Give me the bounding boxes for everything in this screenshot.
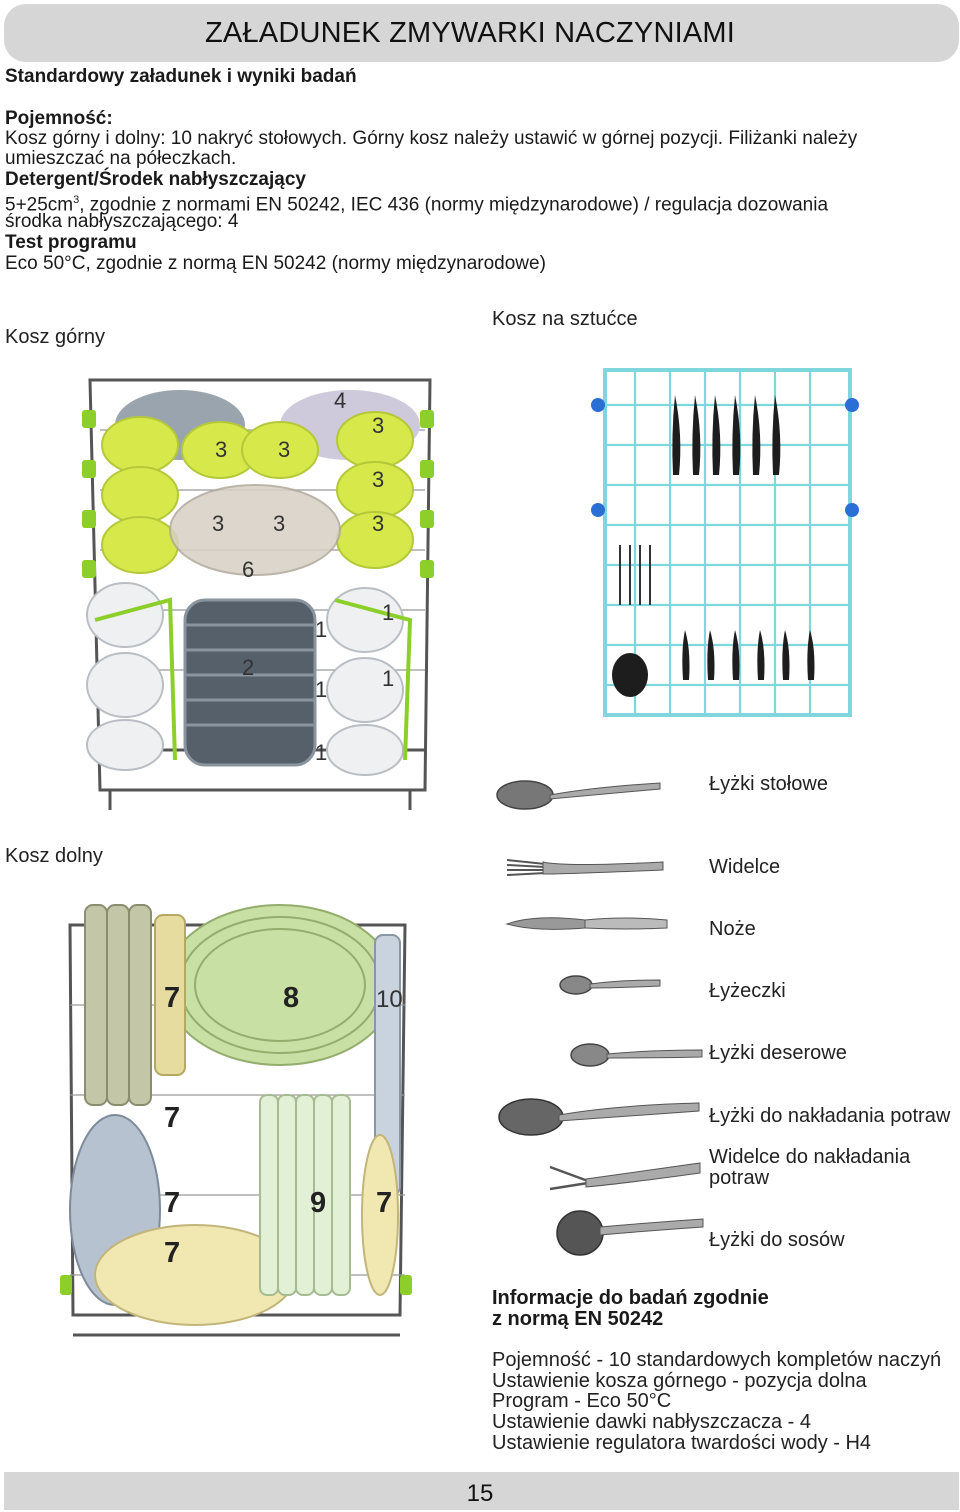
cutlery-basket-illustration [591, 368, 859, 717]
upper-basket-number: 1 [382, 666, 395, 691]
upper-basket-label: Kosz górny [5, 326, 106, 348]
page-number: 15 [466, 1480, 494, 1507]
lower-basket-label: Kosz dolny [5, 845, 103, 867]
test-info-heading-line2: z normą EN 50242 [492, 1308, 664, 1330]
upper-basket-number: 4 [334, 388, 347, 413]
ladle-icon [556, 1210, 704, 1256]
teaspoon-icon [559, 975, 661, 995]
lower-basket-number: 10 [376, 986, 403, 1013]
page-footer-bar [4, 1472, 959, 1510]
upper-basket-number: 1 [315, 740, 328, 765]
detergent-amount: 5+25cm [5, 194, 74, 216]
test-info-line: Pojemność - 10 standardowych kompletów n… [492, 1349, 942, 1371]
legend-label-dessert-spoons: Łyżki deserowe [709, 1042, 847, 1064]
upper-basket-number: 3 [372, 511, 385, 536]
upper-basket-number: 6 [242, 557, 255, 582]
upper-basket-number: 3 [273, 511, 286, 536]
legend-label-serving-forks-line2: potraw [709, 1167, 770, 1189]
detergent-norms: , zgodnie z normami EN 50242, IEC 436 (n… [79, 194, 829, 216]
dessert-spoon-icon [570, 1043, 703, 1067]
test-info-line: Ustawienie regulatora twardości wody - H… [492, 1432, 872, 1454]
test-info-heading-line1: Informacje do badań zgodnie [492, 1287, 769, 1309]
legend-label-teaspoons: Łyżeczki [709, 980, 786, 1002]
cutlery-basket-label: Kosz na sztućce [492, 308, 638, 330]
detergent-heading: Detergent/Środek nabłyszczający [5, 169, 306, 190]
capacity-heading: Pojemność: [5, 108, 113, 129]
serving-fork-icon [549, 1162, 701, 1191]
lower-basket-number: 7 [164, 1102, 181, 1134]
upper-basket-number: 3 [212, 511, 225, 536]
test-info-line: Program - Eco 50°C [492, 1390, 672, 1412]
lower-basket-illustration [60, 904, 412, 1337]
legend-label-knives: Noże [709, 918, 756, 940]
legend-label-serving-forks-line1: Widelce do nakładania [709, 1146, 911, 1168]
capacity-text-line2: umieszczać na półeczkach. [5, 148, 237, 169]
upper-basket-number: 3 [372, 413, 385, 438]
upper-basket-number: 3 [372, 467, 385, 492]
serving-spoon-icon [498, 1098, 700, 1136]
tablespoon-icon [496, 780, 661, 810]
detergent-superscript: 3 [73, 194, 80, 206]
lower-basket-number: 7 [164, 1237, 181, 1269]
detergent-text-line1: 5+25cm3, zgodnie z normami EN 50242, IEC… [5, 190, 828, 215]
upper-basket-number: 2 [242, 655, 255, 680]
upper-basket-number: 1 [315, 617, 328, 642]
knife-icon [505, 917, 668, 930]
lower-basket-number: 7 [376, 1187, 393, 1219]
program-heading: Test programu [5, 232, 137, 253]
legend-label-forks: Widelce [709, 856, 781, 878]
legend-label-ladles: Łyżki do sosów [709, 1229, 845, 1251]
subtitle: Standardowy załadunek i wyniki badań [5, 66, 357, 87]
upper-basket-number: 1 [315, 677, 328, 702]
fork-icon [506, 859, 664, 876]
legend-label-serving-spoons: Łyżki do nakładania potraw [709, 1105, 951, 1127]
lower-basket-number: 7 [164, 1187, 181, 1219]
upper-basket-illustration [82, 378, 434, 810]
legend-label-tablespoons: Łyżki stołowe [709, 773, 828, 795]
lower-basket-number: 8 [283, 982, 300, 1014]
test-info-line: Ustawienie kosza górnego - pozycja dolna [492, 1370, 867, 1392]
program-text: Eco 50°C, zgodnie z normą EN 50242 (norm… [5, 253, 546, 274]
upper-basket-number: 3 [215, 437, 228, 462]
detergent-text-line2: środka nabłyszczającego: 4 [5, 211, 239, 232]
lower-basket-number: 7 [164, 982, 181, 1014]
upper-basket-number: 3 [278, 437, 291, 462]
upper-basket-number: 1 [382, 600, 395, 625]
test-info-line: Ustawienie dawki nabłyszczacza - 4 [492, 1411, 812, 1433]
capacity-text-line1: Kosz górny i dolny: 10 nakryć stołowych.… [5, 128, 858, 149]
page-header-bar [4, 4, 959, 62]
page-title: ZAŁADUNEK ZMYWARKI NACZYNIAMI [205, 17, 735, 49]
lower-basket-number: 9 [310, 1187, 327, 1219]
